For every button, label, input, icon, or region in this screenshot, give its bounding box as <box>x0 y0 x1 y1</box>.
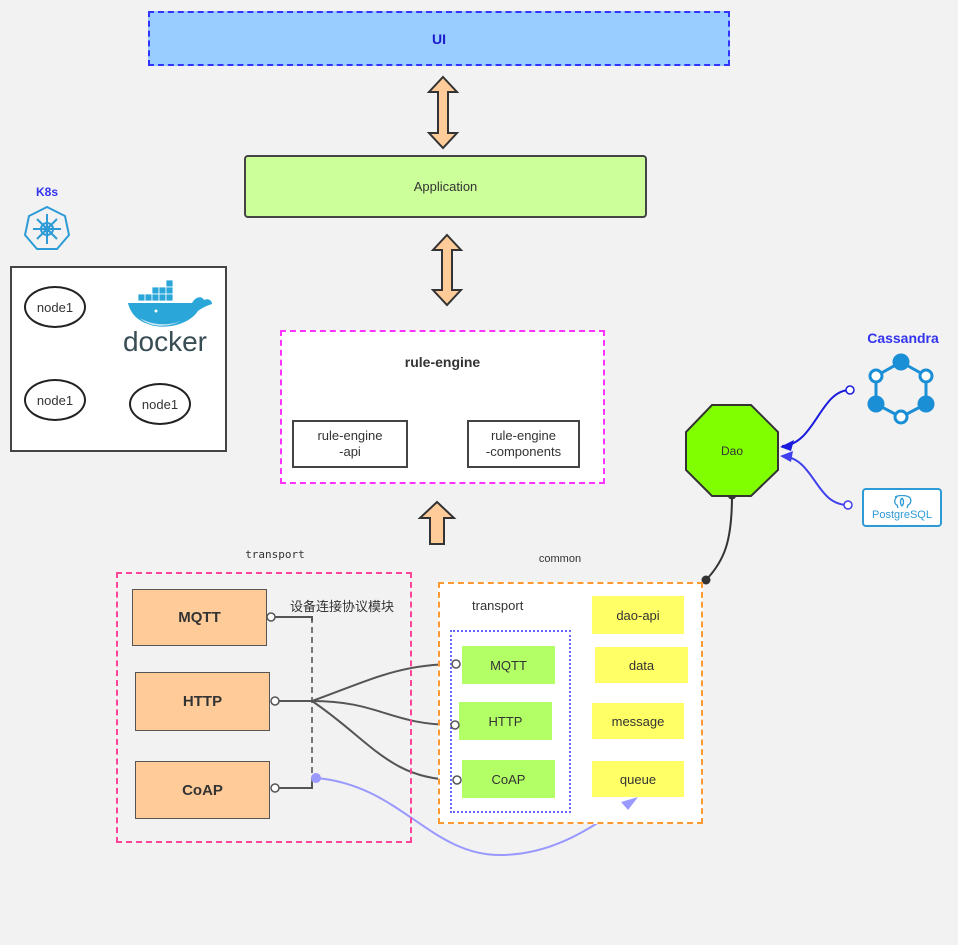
bus-to-common-coap <box>311 700 458 781</box>
coap-connector <box>275 782 313 789</box>
common-mqtt-label: MQTT <box>490 657 527 673</box>
rule-engine-components-label: rule-engine -components <box>485 428 562 459</box>
rule-engine-api-label: rule-engine -api <box>317 428 383 459</box>
mqtt-protocol-box[interactable]: MQTT <box>132 589 267 646</box>
application-label: Application <box>413 179 478 194</box>
rule-engine-container[interactable]: rule-engine rule-engine -api rule-engine… <box>280 330 605 484</box>
ui-label: UI <box>432 30 446 47</box>
postgresql-elephant-icon <box>894 494 912 508</box>
ui-app-double-arrow <box>426 75 460 150</box>
coap-port <box>270 783 280 793</box>
app-rule-engine-double-arrow <box>430 233 464 307</box>
dao-api-label: dao-api <box>616 607 660 623</box>
queue-module-box[interactable]: queue <box>592 761 684 797</box>
node-label: node1 <box>141 396 179 412</box>
mqtt-label: MQTT <box>178 609 221 626</box>
transport-to-rule-engine-arrow <box>417 500 457 545</box>
transport-container[interactable] <box>116 572 412 843</box>
dao-label: Dao <box>720 443 743 458</box>
common-port-dot <box>701 575 711 585</box>
postgres-port <box>843 500 853 510</box>
data-label: data <box>628 657 655 673</box>
coap-protocol-box[interactable]: CoAP <box>135 761 270 819</box>
application-box[interactable]: Application <box>244 155 647 218</box>
node-label: node1 <box>36 392 74 408</box>
coap-label: CoAP <box>182 781 223 799</box>
k8s-node[interactable]: node1 <box>24 286 86 328</box>
rule-engine-api-box[interactable]: rule-engine -api <box>292 420 408 468</box>
node-label: node1 <box>36 299 74 315</box>
kubernetes-icon <box>23 205 71 250</box>
bus-to-queue-curve <box>315 777 631 857</box>
http-label: HTTP <box>182 693 223 710</box>
transport-section-label: transport <box>245 548 305 561</box>
dao-octagon <box>685 404 779 497</box>
cassandra-label: Cassandra <box>867 330 939 346</box>
mqtt-port <box>266 612 276 622</box>
http-port <box>270 696 280 706</box>
common-mqtt-box[interactable]: MQTT <box>462 646 555 684</box>
cassandra-arrowhead <box>780 440 794 451</box>
message-module-box[interactable]: message <box>592 703 684 739</box>
ui-layer-box[interactable]: UI <box>148 11 730 66</box>
postgres-to-dao-curve <box>781 455 849 506</box>
dao-node[interactable]: Dao <box>686 405 778 496</box>
message-label: message <box>611 713 665 729</box>
cassandra-ring-icon <box>867 353 935 425</box>
cassandra-port <box>845 385 855 395</box>
k8s-node[interactable]: node1 <box>24 379 86 421</box>
postgres-arrowhead <box>780 451 793 462</box>
queue-label: queue <box>619 771 657 787</box>
bus-to-common-http <box>311 700 456 726</box>
common-transport-label: transport <box>472 598 524 613</box>
common-coap-box[interactable]: CoAP <box>462 760 555 798</box>
docker-logo-text: docker <box>122 326 208 357</box>
common-http-box[interactable]: HTTP <box>459 702 552 740</box>
mqtt-connector <box>271 616 313 621</box>
rule-engine-components-box[interactable]: rule-engine -components <box>467 420 580 468</box>
common-section-label: common <box>538 553 582 565</box>
bus-purple-dot <box>311 773 321 783</box>
common-coap-label: CoAP <box>491 771 526 787</box>
postgresql-label: PostgreSQL <box>872 508 932 521</box>
common-http-label: HTTP <box>488 713 523 729</box>
postgresql-logo-box[interactable]: PostgreSQL <box>862 488 942 527</box>
http-protocol-box[interactable]: HTTP <box>135 672 270 731</box>
rule-engine-title: rule-engine <box>404 354 481 370</box>
cassandra-to-dao-curve <box>781 389 851 447</box>
k8s-node[interactable]: node1 <box>129 383 191 425</box>
k8s-label: K8s <box>35 185 58 199</box>
dao-api-module-box[interactable]: dao-api <box>592 596 684 634</box>
device-protocol-module-annotation: 设备连接协议模块 <box>290 599 395 614</box>
dao-to-common-line <box>705 494 733 581</box>
k8s-cluster-box[interactable]: node1 node1 node1 docker <box>10 266 227 452</box>
bus-to-common-mqtt <box>311 663 457 702</box>
data-module-box[interactable]: data <box>595 647 688 683</box>
docker-whale-icon <box>128 279 212 327</box>
